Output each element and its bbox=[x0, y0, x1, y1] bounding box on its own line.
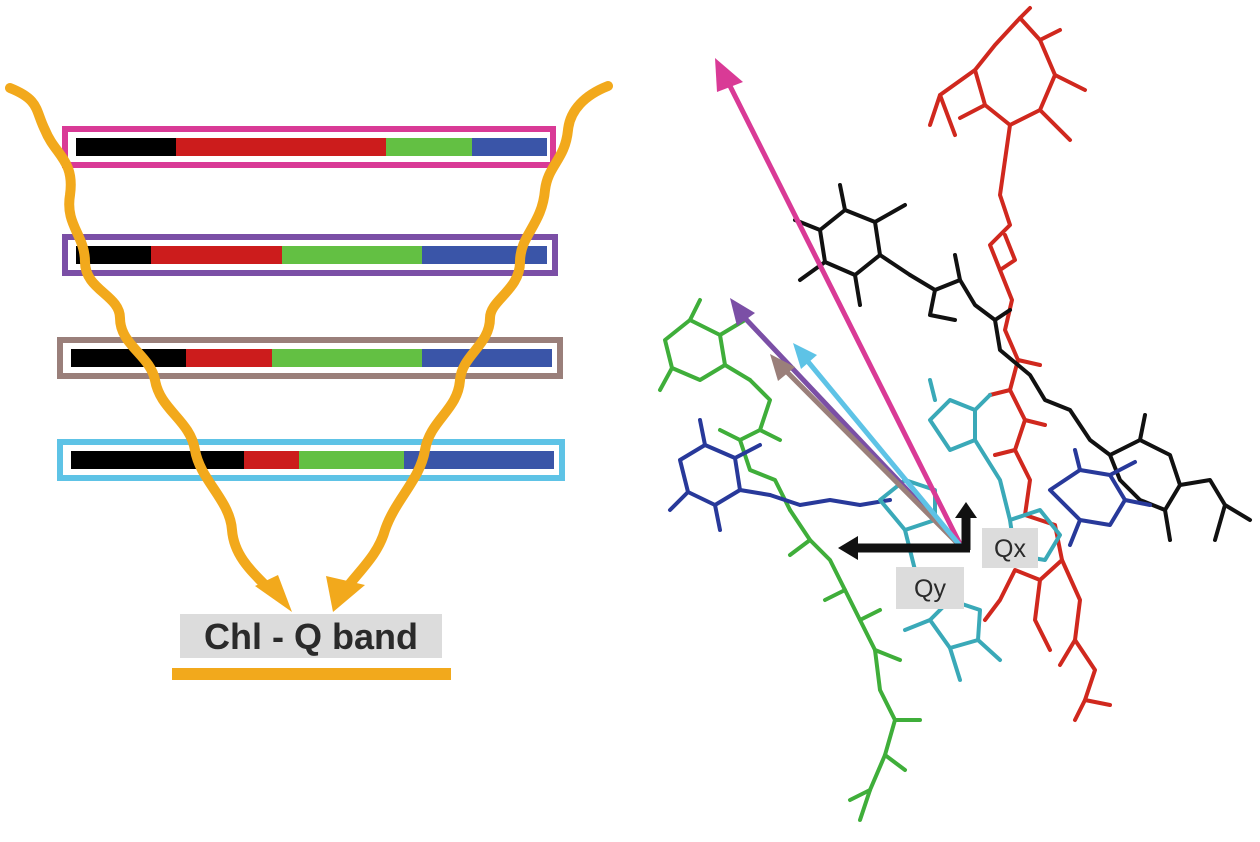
qx-label-bg bbox=[982, 528, 1038, 568]
energy-wave-left bbox=[5, 83, 275, 595]
dipole-vectors bbox=[715, 58, 965, 550]
segment-blue bbox=[422, 246, 547, 264]
segment-black bbox=[71, 349, 186, 367]
segment-black bbox=[76, 138, 176, 156]
segment-green bbox=[299, 451, 404, 469]
energy-wave-right bbox=[340, 81, 613, 595]
q-band-label: Chl - Q band bbox=[180, 614, 442, 658]
molecule-chain-black bbox=[793, 183, 1252, 542]
bar-frame bbox=[57, 439, 565, 481]
arrowhead-icon bbox=[955, 502, 977, 518]
segment-black bbox=[71, 451, 244, 469]
spectrum-bar-4 bbox=[57, 439, 565, 481]
qy-label-text: Qy bbox=[914, 575, 946, 603]
arrowhead-icon bbox=[793, 343, 817, 369]
arrowhead-icon bbox=[730, 298, 755, 326]
molecule-chain-green bbox=[658, 298, 922, 822]
bar-frame bbox=[62, 234, 558, 276]
bar-frame bbox=[62, 126, 556, 168]
molecule-chain-blue bbox=[668, 418, 1152, 547]
qy-label: Qy bbox=[896, 567, 964, 609]
q-band-level-line bbox=[172, 668, 451, 680]
dipole-vector-magenta bbox=[725, 80, 965, 550]
segment-red bbox=[176, 138, 386, 156]
dipole-vector-cyan bbox=[803, 356, 964, 550]
segment-green bbox=[282, 246, 422, 264]
q-band-label-bg bbox=[180, 614, 442, 658]
q-band-label-text: Chl - Q band bbox=[204, 616, 418, 657]
dipole-vector-taupe bbox=[781, 366, 964, 550]
spectrum-bar-2 bbox=[62, 234, 558, 276]
arrowhead-icon bbox=[255, 575, 292, 612]
molecule-panel: Qx Qy bbox=[658, 6, 1252, 822]
spectrum-bar-1 bbox=[62, 126, 556, 168]
segment-red bbox=[186, 349, 272, 367]
segment-black bbox=[76, 246, 151, 264]
qx-label: Qx bbox=[982, 528, 1038, 568]
qx-label-text: Qx bbox=[994, 535, 1026, 563]
segment-red bbox=[151, 246, 282, 264]
arrowhead-icon bbox=[326, 576, 365, 612]
segment-blue bbox=[472, 138, 547, 156]
arrowhead-icon bbox=[838, 536, 858, 560]
segment-blue bbox=[404, 451, 554, 469]
molecule-chain-red bbox=[928, 6, 1112, 722]
arrowhead-icon bbox=[770, 354, 795, 381]
segment-blue bbox=[422, 349, 552, 367]
arrowhead-icon bbox=[715, 58, 743, 92]
spectra-panel: Chl - Q band bbox=[5, 81, 613, 680]
transition-axes bbox=[838, 502, 977, 560]
bar-frame bbox=[57, 337, 563, 379]
qy-label-bg bbox=[896, 567, 964, 609]
segment-green bbox=[272, 349, 422, 367]
segment-red bbox=[244, 451, 299, 469]
segment-green bbox=[386, 138, 472, 156]
